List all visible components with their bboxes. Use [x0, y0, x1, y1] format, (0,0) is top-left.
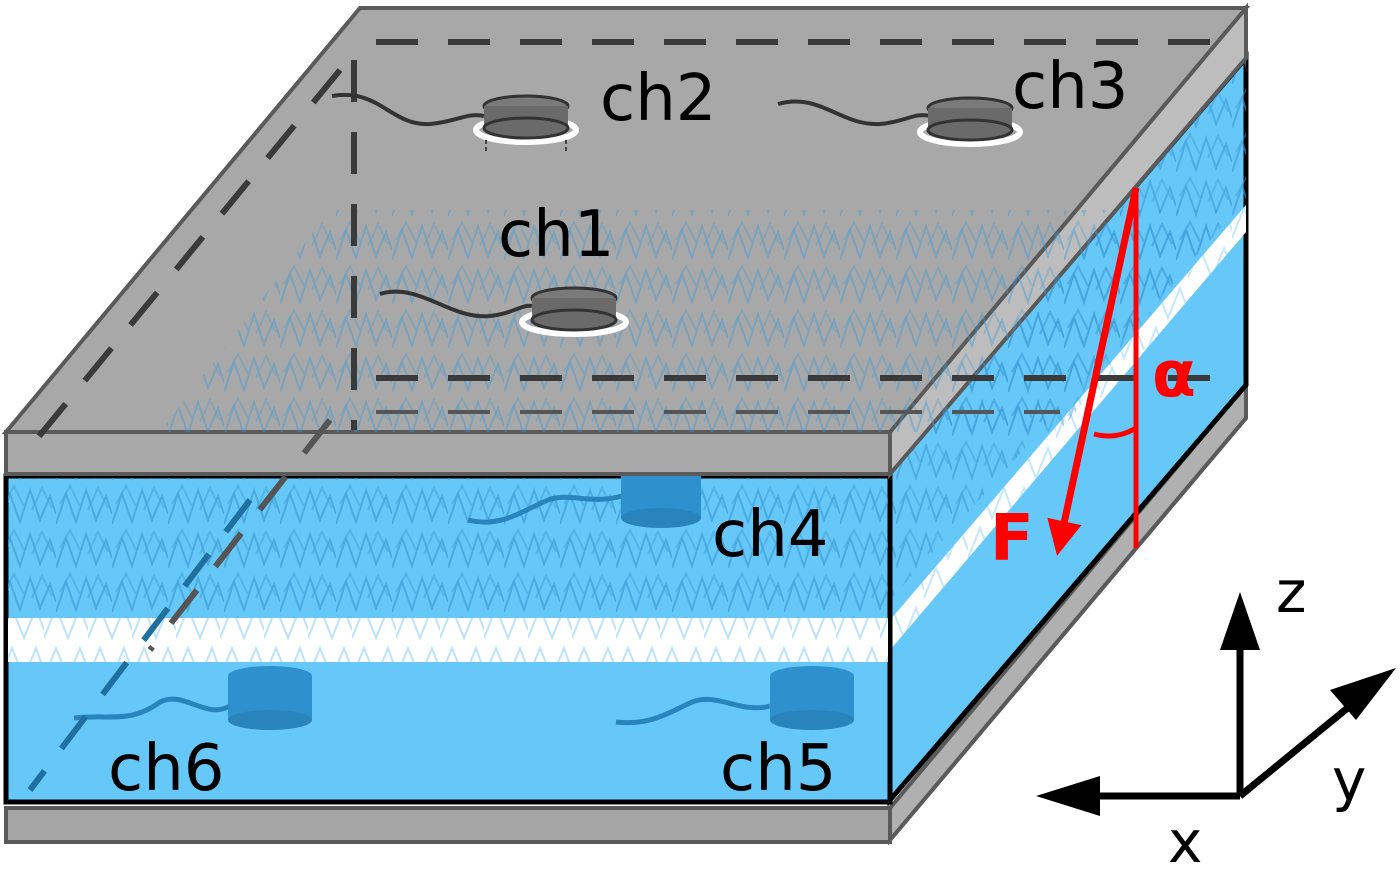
label-force: F: [990, 502, 1034, 576]
angle-arc: [1093, 425, 1138, 439]
force-arrow-icon: [1047, 187, 1140, 556]
label-ch2: ch2: [600, 62, 716, 136]
label-ch5: ch5: [720, 732, 836, 806]
label-ch4: ch4: [712, 498, 828, 572]
label-ch3: ch3: [1012, 50, 1128, 124]
label-alpha: α: [1152, 338, 1196, 412]
sensor-ch2: [331, 92, 579, 152]
hidden-edges-front: [27, 498, 253, 792]
label-ch6: ch6: [108, 732, 224, 806]
sensor-ch4: [467, 460, 701, 528]
sensor-ch1: [379, 286, 629, 337]
label-axis-y: y: [1332, 746, 1366, 814]
sensor-ch6: [73, 666, 312, 730]
label-axis-z: z: [1276, 558, 1306, 626]
label-axis-x: x: [1168, 808, 1202, 869]
sensor-ch5: [615, 666, 854, 730]
bottom-plate: [4, 379, 1248, 846]
sensor-ch3: [777, 96, 1023, 147]
label-ch1: ch1: [498, 198, 614, 272]
coordinate-axes-icon: [1036, 592, 1396, 816]
